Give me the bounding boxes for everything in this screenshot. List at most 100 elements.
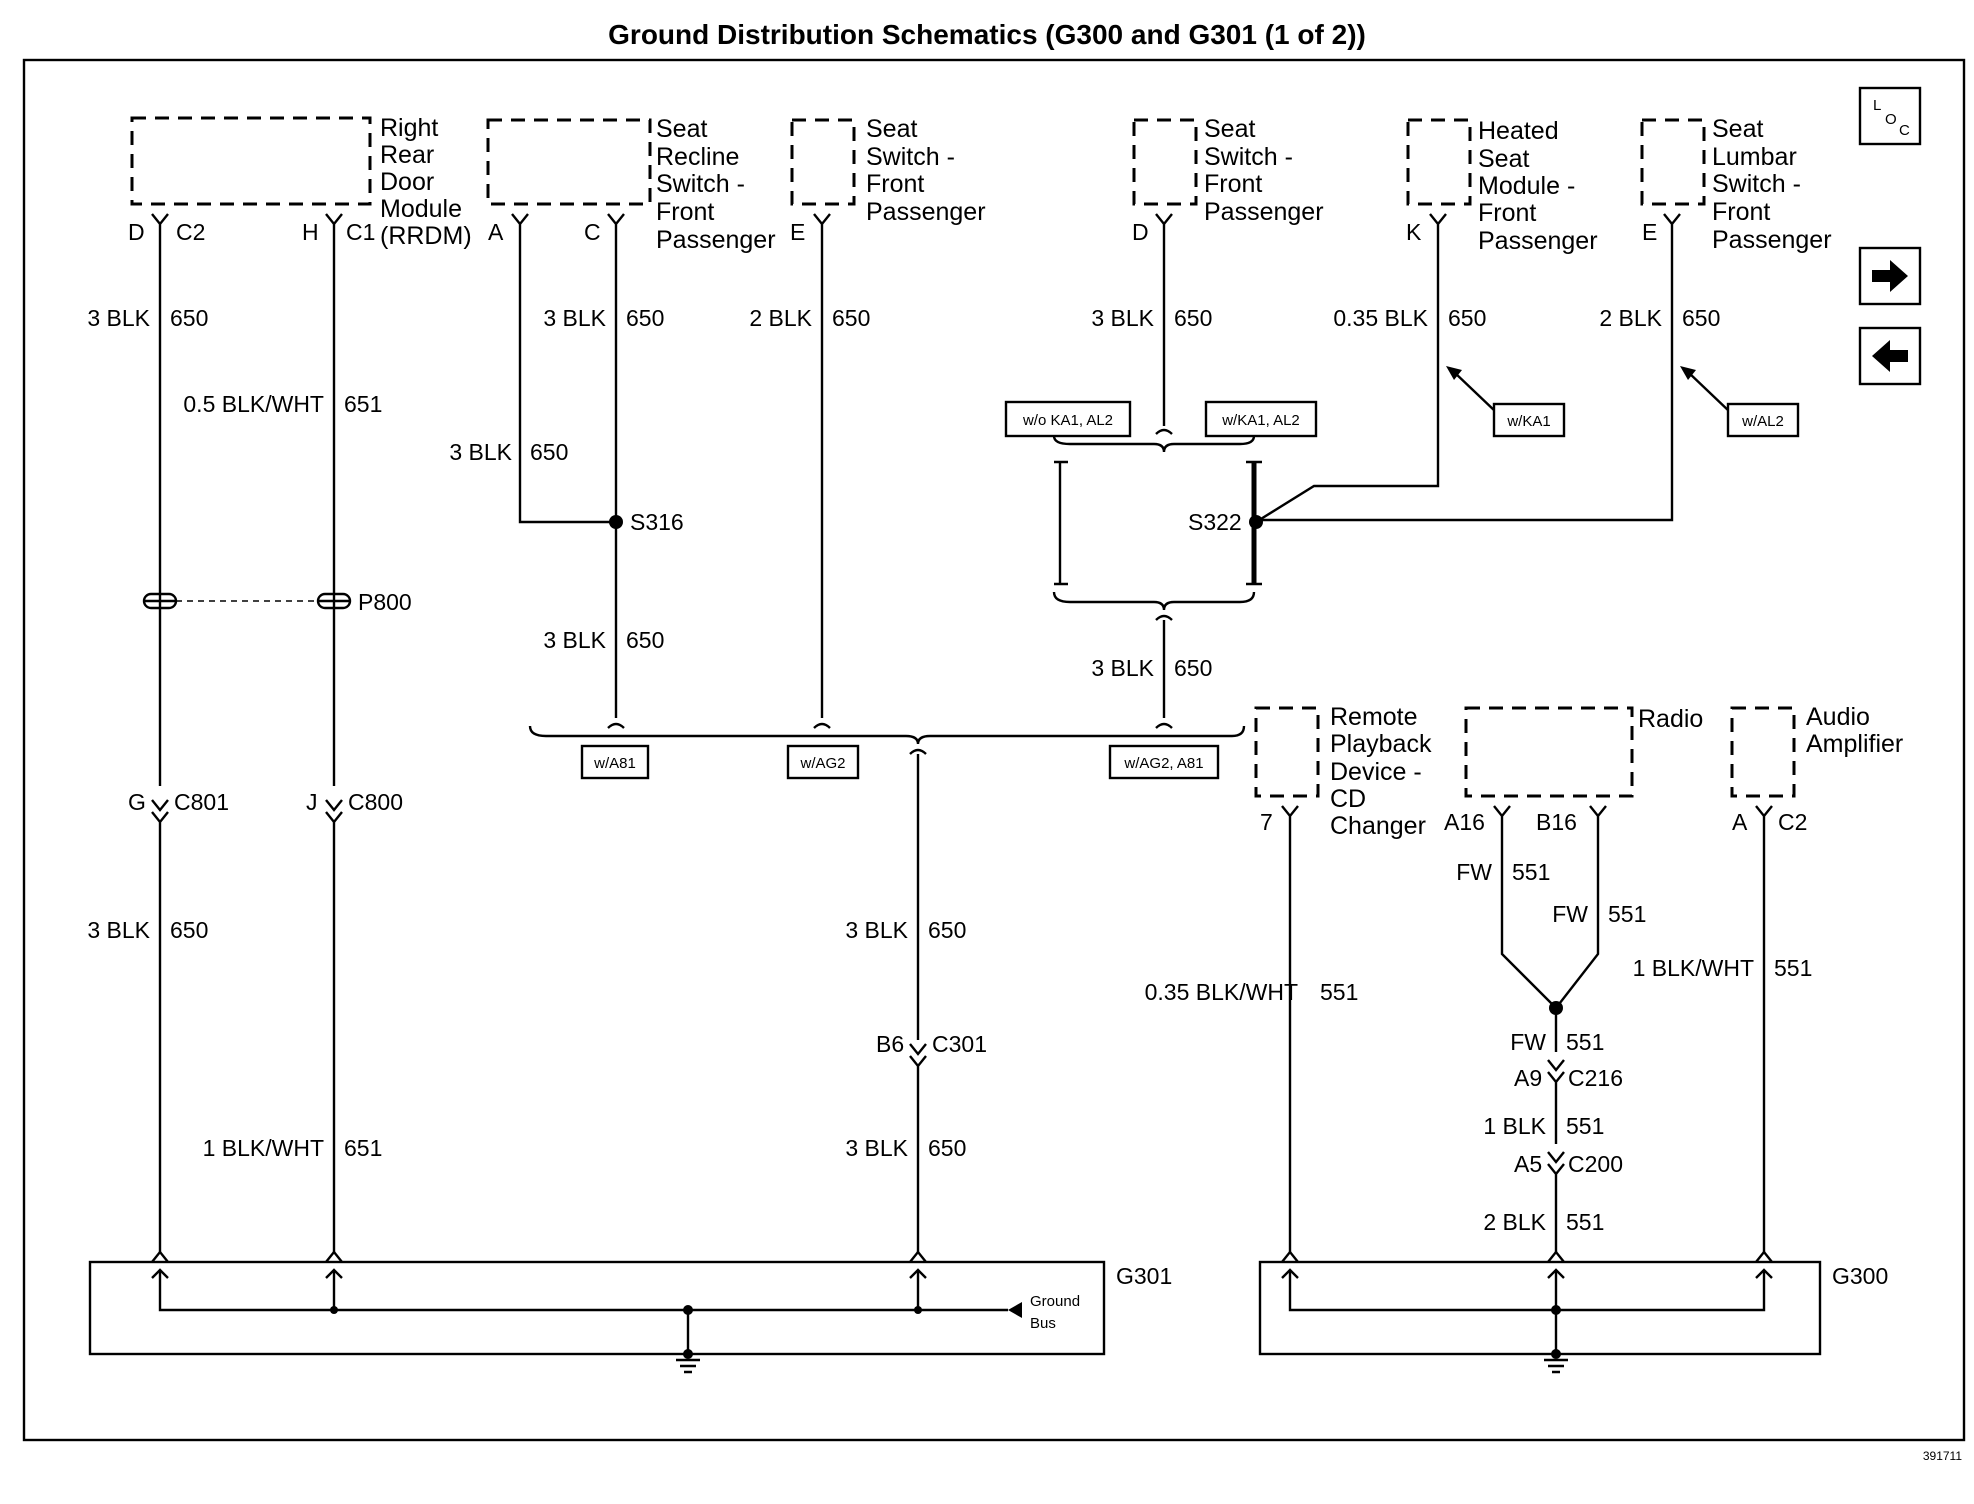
svg-text:551: 551	[1566, 1113, 1604, 1139]
svg-text:Rear: Rear	[380, 141, 434, 169]
ground-bus-label-1: Ground	[1030, 1293, 1080, 1310]
svg-text:Passenger: Passenger	[1712, 226, 1832, 254]
seat-recline-switch-component: Seat Recline Switch - Front Passenger	[486, 115, 776, 254]
svg-text:FW: FW	[1456, 859, 1492, 885]
svg-text:w/AG2: w/AG2	[799, 755, 845, 772]
svg-text:J: J	[306, 789, 318, 815]
svg-text:Radio: Radio	[1638, 705, 1703, 733]
svg-text:w/AG2, A81: w/AG2, A81	[1123, 755, 1203, 772]
svg-text:650: 650	[1682, 305, 1720, 331]
svg-text:E: E	[1642, 219, 1657, 245]
option-box-w-ag2-a81: w/AG2, A81	[1108, 744, 1220, 780]
svg-text:H: H	[302, 219, 319, 245]
svg-text:650: 650	[928, 1135, 966, 1161]
g301-label: G301	[1116, 1263, 1172, 1289]
svg-text:Door: Door	[380, 168, 434, 196]
option-arrow-ka1	[1453, 371, 1497, 413]
svg-text:3 BLK: 3 BLK	[543, 627, 606, 653]
svg-text:Seat: Seat	[1478, 145, 1529, 173]
svg-text:Amplifier: Amplifier	[1806, 730, 1903, 758]
svg-text:CD: CD	[1330, 785, 1366, 813]
svg-text:650: 650	[626, 305, 664, 331]
audio-wires	[1281, 805, 1773, 1252]
page-title: Ground Distribution Schematics (G300 and…	[608, 19, 1366, 50]
seat-bus-brace	[528, 725, 1246, 1252]
connector-labels: G C801 J C800 B6 C301 A9 C216 A5 C200	[128, 789, 1623, 1177]
svg-text:3 BLK: 3 BLK	[543, 305, 606, 331]
svg-text:Changer: Changer	[1330, 812, 1426, 840]
loc-icon[interactable]: L O C	[1858, 86, 1922, 146]
svg-text:3 BLK: 3 BLK	[449, 439, 512, 465]
svg-text:551: 551	[1566, 1209, 1604, 1235]
svg-text:L: L	[1873, 97, 1881, 114]
svg-text:Recline: Recline	[656, 143, 739, 171]
svg-text:551: 551	[1512, 859, 1550, 885]
svg-text:Audio: Audio	[1806, 703, 1870, 731]
svg-text:650: 650	[170, 917, 208, 943]
svg-text:C: C	[584, 219, 601, 245]
svg-text:650: 650	[1174, 655, 1212, 681]
figure-number: 391711	[1923, 1449, 1962, 1463]
svg-text:C200: C200	[1568, 1151, 1623, 1177]
svg-text:w/AL2: w/AL2	[1741, 413, 1784, 430]
option-box-wo-ka1-al2: w/o KA1, AL2	[1004, 400, 1132, 438]
svg-text:O: O	[1885, 111, 1897, 128]
svg-text:0.35 BLK: 0.35 BLK	[1333, 305, 1428, 331]
svg-text:Switch -: Switch -	[1712, 170, 1801, 198]
svg-text:2 BLK: 2 BLK	[749, 305, 812, 331]
svg-text:551: 551	[1320, 979, 1358, 1005]
seat-switch-component-2: Seat Switch - Front Passenger	[1132, 115, 1324, 226]
svg-text:Device -: Device -	[1330, 758, 1422, 786]
splice-labels: S316 S322 P800	[358, 509, 1242, 615]
svg-text:7: 7	[1260, 809, 1273, 835]
rrdm-wires	[142, 213, 352, 1252]
audio-amplifier-component: Audio Amplifier	[1730, 703, 1903, 798]
svg-text:Playback: Playback	[1330, 730, 1432, 758]
svg-text:650: 650	[832, 305, 870, 331]
svg-text:Lumbar: Lumbar	[1712, 143, 1797, 171]
svg-text:w/KA1: w/KA1	[1506, 413, 1550, 430]
svg-text:C1: C1	[346, 219, 375, 245]
radio-component: Radio	[1464, 705, 1703, 798]
connector-p800: P800	[358, 589, 412, 615]
svg-text:Front: Front	[1712, 198, 1770, 226]
svg-text:650: 650	[626, 627, 664, 653]
svg-text:Front: Front	[1204, 170, 1262, 198]
rrdm-component: Right Rear Door Module (RRDM)	[130, 114, 472, 250]
svg-text:1 BLK: 1 BLK	[1483, 1113, 1546, 1139]
svg-text:650: 650	[928, 917, 966, 943]
option-box-w-al2: w/AL2	[1726, 402, 1800, 438]
svg-text:Switch -: Switch -	[656, 170, 745, 198]
svg-text:Front: Front	[656, 198, 714, 226]
svg-text:A9: A9	[1514, 1065, 1542, 1091]
recline-wires	[511, 213, 625, 729]
svg-text:A: A	[1732, 809, 1748, 835]
svg-text:551: 551	[1608, 901, 1646, 927]
svg-text:551: 551	[1774, 955, 1812, 981]
svg-text:650: 650	[1174, 305, 1212, 331]
left-arrow-icon[interactable]	[1858, 326, 1922, 386]
svg-text:Seat: Seat	[1712, 115, 1763, 143]
diagram-frame	[22, 58, 1966, 1442]
option-box-w-ka1: w/KA1	[1492, 402, 1566, 438]
svg-text:Seat: Seat	[656, 115, 707, 143]
svg-text:650: 650	[1448, 305, 1486, 331]
svg-text:Front: Front	[866, 170, 924, 198]
remote-playback-component: Remote Playback Device - CD Changer	[1254, 703, 1432, 840]
right-arrow-icon[interactable]	[1858, 246, 1922, 306]
pin-labels: D C2 H C1 A C E D K E 7 A16 B16 A C2	[128, 219, 1807, 835]
svg-text:Seat: Seat	[1204, 115, 1255, 143]
svg-text:0.35 BLK/WHT: 0.35 BLK/WHT	[1145, 979, 1298, 1005]
svg-text:D: D	[1132, 219, 1149, 245]
option-box-w-a81: w/A81	[580, 744, 650, 780]
svg-text:A16: A16	[1444, 809, 1485, 835]
svg-text:D: D	[128, 219, 145, 245]
svg-text:B16: B16	[1536, 809, 1577, 835]
svg-text:1 BLK/WHT: 1 BLK/WHT	[1633, 955, 1754, 981]
svg-text:w/A81: w/A81	[593, 755, 636, 772]
svg-text:FW: FW	[1510, 1029, 1546, 1055]
g301-ground-block	[88, 1250, 1106, 1374]
svg-text:C2: C2	[176, 219, 205, 245]
svg-text:3 BLK: 3 BLK	[87, 917, 150, 943]
svg-text:Passenger: Passenger	[1478, 227, 1598, 255]
